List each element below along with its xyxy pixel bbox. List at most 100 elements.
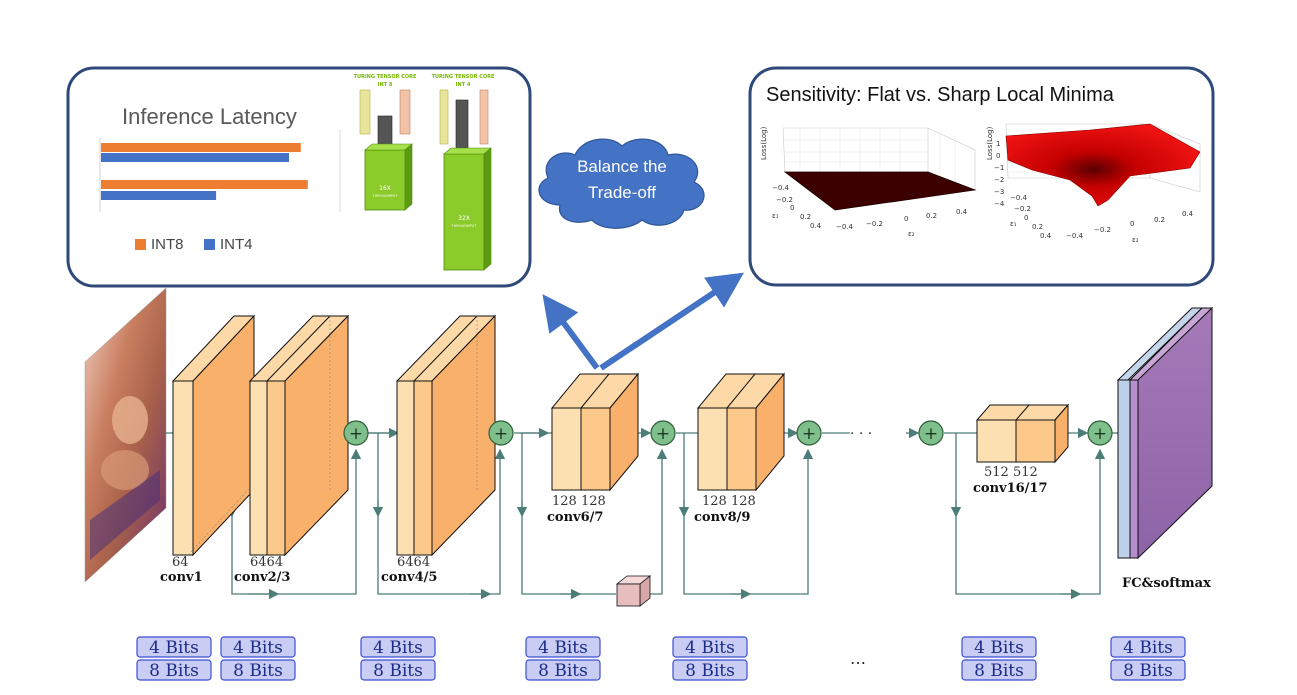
tc8-header: TURING TENSOR CORE (354, 74, 417, 80)
flat-xtick-0: −0.4 (836, 223, 854, 231)
sharp-ztick-3: −2 (994, 176, 1004, 184)
bits-label-top: 4 Bits (1123, 638, 1173, 658)
conv16-17-block (975, 403, 1070, 464)
conv8-9-label: conv8/9 (694, 510, 750, 525)
conv2-3-label: conv2/3 (234, 570, 290, 585)
flat-xtick-2: 0 (904, 215, 908, 223)
cloud-line1: Balance the (577, 157, 667, 176)
conv8-9-channels: 128 128 (702, 494, 756, 509)
conv6-7-label: conv6/7 (547, 510, 603, 525)
cloud-shape (538, 138, 705, 229)
tc4-header: TURING TENSOR CORE (432, 74, 495, 80)
bits-label-bottom: 8 Bits (685, 661, 735, 681)
sharp-ztick-5: −4 (994, 200, 1005, 208)
downsample-cube (615, 575, 652, 607)
sharp-minima-plot: Loss(Log) 1 0 −1 −2 −3 −4 −0.4 −0.2 0 0.… (986, 123, 1201, 244)
sharp-ztick-1: 0 (996, 152, 1000, 160)
flat-ytick-1: −0.2 (776, 196, 793, 204)
sharp-ytick-2: 0 (1024, 214, 1028, 222)
bits-ellipsis: … (850, 649, 866, 668)
bits-box-bottom (525, 659, 601, 681)
sensitivity-title: Sensitivity: Flat vs. Sharp Local Minima (766, 84, 1115, 106)
flat-xtick-3: 0.2 (926, 212, 937, 220)
plus-nodes: ++++++ (343, 420, 1113, 446)
sharp-ytick-3: 0.2 (1032, 223, 1043, 231)
sharp-surface (1005, 123, 1201, 207)
latency-title: Inference Latency (122, 104, 297, 129)
latency-bars (101, 143, 308, 200)
flat-xtick-4: 0.4 (956, 208, 968, 216)
bits-label-bottom: 8 Bits (974, 661, 1024, 681)
sharp-ytick-4: 0.4 (1040, 232, 1052, 240)
flat-surface (783, 171, 977, 211)
sharp-ztick-4: −3 (994, 188, 1004, 196)
bits-label-top: 4 Bits (373, 638, 423, 658)
conv1-label: conv1 (160, 570, 203, 585)
sensitivity-panel: Sensitivity: Flat vs. Sharp Local Minima… (748, 66, 1215, 287)
tc8-caption: THROUGHPUT (372, 194, 399, 198)
flat-ytick-0: −0.4 (772, 184, 790, 192)
bits-box-top (220, 636, 296, 658)
bits-box-top (961, 636, 1037, 658)
sharp-ylabel: ε₂ (1132, 236, 1139, 244)
flat-xtick-1: −0.2 (866, 220, 883, 228)
bits-label-bottom: 8 Bits (538, 661, 588, 681)
bits-label-top: 4 Bits (685, 638, 735, 658)
cloud-line2: Trade-off (588, 183, 656, 202)
conv16-17-channels: 512 512 (984, 465, 1038, 480)
tc4-sub: INT 4 (456, 82, 471, 88)
sharp-xtick-1: −0.2 (1094, 226, 1111, 234)
bits-label-top: 4 Bits (149, 638, 199, 658)
bits-label-top: 4 Bits (538, 638, 588, 658)
flat-ytick-3: 0.2 (800, 213, 811, 221)
fc-softmax-block (1116, 306, 1214, 560)
flat-zlabel: Loss(Log) (760, 126, 768, 160)
latency-bar-int8 (101, 143, 301, 152)
sharp-zlabel: Loss(Log) (986, 126, 994, 160)
conv16-17-label: conv16/17 (973, 481, 1048, 496)
bits-box-top (1110, 636, 1186, 658)
sharp-xtick-2: 0 (1130, 220, 1134, 228)
sharp-xtick-0: −0.4 (1066, 232, 1084, 240)
conv8-9-block (696, 372, 786, 492)
arrow-to-latency (542, 294, 600, 370)
sharp-xtick-4: 0.4 (1182, 210, 1194, 218)
conv1-channels: 64 (172, 555, 189, 570)
plus-symbol: + (802, 424, 816, 444)
bits-label-top: 4 Bits (974, 638, 1024, 658)
plus-symbol: + (494, 424, 508, 444)
latency-panel-border (66, 66, 532, 288)
plus-node: + (343, 420, 369, 446)
bits-box-top (136, 636, 212, 658)
plus-node: + (918, 420, 944, 446)
sharp-xtick-3: 0.2 (1154, 216, 1165, 224)
flat-ylabel: ε₂ (908, 230, 915, 238)
bits-label-bottom: 8 Bits (1123, 661, 1173, 681)
fc-softmax-label: FC&softmax (1122, 576, 1211, 591)
conv6-7-block (550, 372, 640, 492)
conv4-5-label: conv4/5 (381, 570, 437, 585)
bits-box-bottom (961, 659, 1037, 681)
network-ellipsis: · · · (850, 426, 872, 442)
sharp-ytick-0: −0.4 (1010, 194, 1028, 202)
tc8-sub: INT 8 (378, 82, 393, 88)
plus-symbol: + (349, 424, 363, 444)
tc4-throughput: 32X (458, 215, 470, 222)
bits-label-bottom: 8 Bits (149, 661, 199, 681)
bits-label-top: 4 Bits (233, 638, 283, 658)
legend-int8-label: INT8 (151, 236, 184, 253)
bits-box-top (360, 636, 436, 658)
latency-bar-int8 (101, 180, 308, 189)
bits-box-bottom (1110, 659, 1186, 681)
sharp-ytick-1: −0.2 (1014, 205, 1031, 213)
bits-box-bottom (360, 659, 436, 681)
legend-int4-label: INT4 (220, 236, 253, 253)
bits-label-bottom: 8 Bits (233, 661, 283, 681)
tensor-core-int8-graphic: TURING TENSOR CORE INT 8 16X THROUGHPUT (354, 74, 417, 211)
tc8-throughput: 16X (379, 185, 391, 192)
bits-box-bottom (136, 659, 212, 681)
tc4-caption: THROUGHPUT (451, 224, 478, 228)
sharp-ztick-2: −1 (994, 164, 1004, 172)
sensitivity-panel-border (748, 66, 1215, 287)
